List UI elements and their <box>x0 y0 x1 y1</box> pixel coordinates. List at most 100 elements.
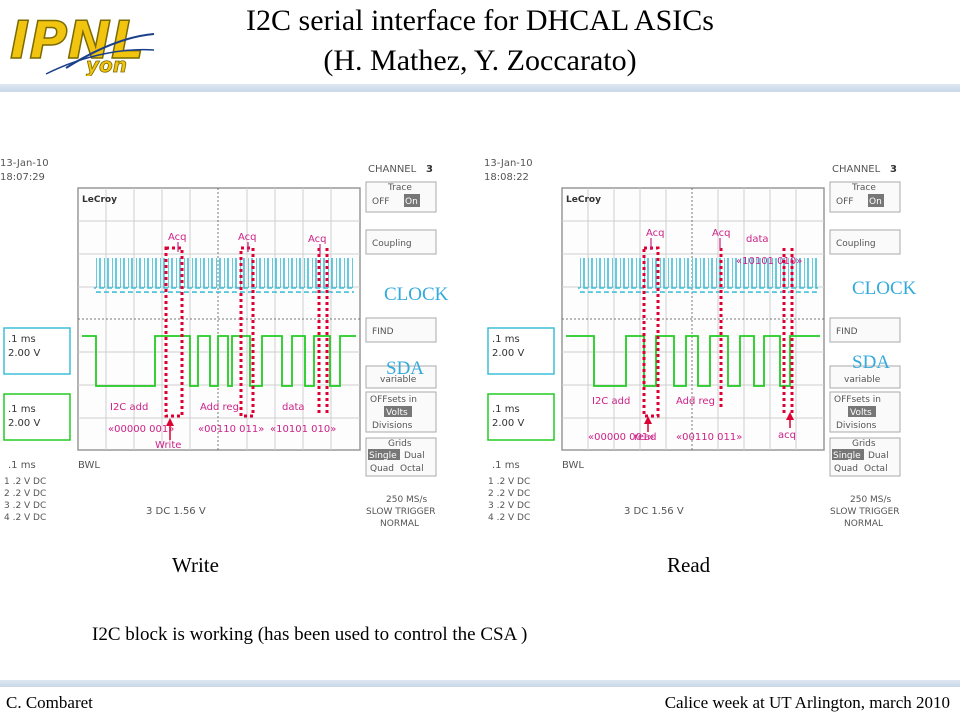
write-field-add-reg: Add reg <box>200 402 239 413</box>
read-value-2: «00110 011» <box>676 432 742 443</box>
svg-text:Single: Single <box>833 451 861 461</box>
write-field-i2c-add: I2C add <box>110 402 148 413</box>
svg-text:Divisions: Divisions <box>836 421 877 431</box>
write-date: 13-Jan-10 <box>0 158 49 169</box>
svg-text:Quad: Quad <box>370 464 394 474</box>
write-field-data: data <box>282 402 305 413</box>
read-ch2-tb: .1 ms <box>492 404 520 415</box>
read-ch-row-4: 4 .2 V DC <box>488 513 530 523</box>
write-bottom-tb: .1 ms <box>8 460 36 471</box>
read-data-label: data <box>746 234 769 245</box>
write-ch2-tb: .1 ms <box>8 404 36 415</box>
title-band <box>0 84 960 92</box>
read-ch1-tb: .1 ms <box>492 334 520 345</box>
read-acq-2: Acq <box>712 228 731 239</box>
read-ch1-volts: 2.00 V <box>492 348 524 359</box>
footer-band <box>0 680 960 687</box>
read-date: 13-Jan-10 <box>484 158 533 169</box>
svg-text:Octal: Octal <box>400 464 424 474</box>
svg-text:SLOW TRIGGER: SLOW TRIGGER <box>366 507 436 517</box>
svg-text:Single: Single <box>369 451 397 461</box>
svg-text:Trace: Trace <box>851 183 876 193</box>
read-menu: CHANNEL 3 Trace OFF On Coupling FIND var… <box>829 164 901 529</box>
svg-text:On: On <box>405 197 418 207</box>
svg-text:Grids: Grids <box>852 439 876 449</box>
svg-text:Trace: Trace <box>387 183 412 193</box>
svg-text:variable: variable <box>844 375 881 385</box>
read-arrow-read: read <box>634 432 657 443</box>
read-ch2-volts: 2.00 V <box>492 418 524 429</box>
write-acq-3: Acq <box>308 234 327 245</box>
write-acq-2: Acq <box>238 232 257 243</box>
read-time: 18:08:22 <box>484 172 529 183</box>
footer-event: Calice week at UT Arlington, march 2010 <box>664 693 950 712</box>
write-time: 18:07:29 <box>0 172 45 183</box>
svg-text:SLOW TRIGGER: SLOW TRIGGER <box>830 507 900 517</box>
read-trigger: 3 DC 1.56 V <box>624 506 684 517</box>
ipnl-logo-icon: IPNL yon <box>9 10 155 77</box>
note-text: I2C block is working (has been used to c… <box>92 624 528 645</box>
svg-text:Divisions: Divisions <box>372 421 413 431</box>
svg-text:OFFsets in: OFFsets in <box>834 395 881 405</box>
write-ch-row-3: 3 .2 V DC <box>4 501 46 511</box>
write-trigger: 3 DC 1.56 V <box>146 506 206 517</box>
write-ch-row-2: 2 .2 V DC <box>4 489 46 499</box>
read-bwl: BWL <box>562 460 584 471</box>
write-scope: 13-Jan-10 18:07:29 LeCroy Acq Acq Acq <box>0 158 449 529</box>
read-field-i2c-add: I2C add <box>592 396 630 407</box>
svg-text:NORMAL: NORMAL <box>380 519 419 529</box>
write-value-2: «00110 011» <box>198 424 264 435</box>
svg-text:3: 3 <box>890 164 897 175</box>
write-brand: LeCroy <box>82 195 117 205</box>
svg-text:Coupling: Coupling <box>372 239 412 249</box>
write-arrow-label: Write <box>155 440 181 451</box>
read-field-add-reg: Add reg <box>676 396 715 407</box>
write-ch-row-4: 4 .2 V DC <box>4 513 46 523</box>
read-arrow-acq: acq <box>778 430 796 441</box>
svg-text:CHANNEL: CHANNEL <box>832 164 881 175</box>
svg-text:Dual: Dual <box>868 451 889 461</box>
read-value-1: «00000 001» <box>588 432 654 443</box>
write-menu: CHANNEL 3 Trace OFF On Coupling FIND var… <box>365 164 437 529</box>
svg-text:Coupling: Coupling <box>836 239 876 249</box>
read-data-value: «10101 010» <box>736 256 802 267</box>
svg-text:Octal: Octal <box>864 464 888 474</box>
read-ch-row-3: 3 .2 V DC <box>488 501 530 511</box>
svg-text:250 MS/s: 250 MS/s <box>386 495 428 505</box>
svg-text:NORMAL: NORMAL <box>844 519 883 529</box>
svg-text:FIND: FIND <box>836 327 858 337</box>
svg-text:On: On <box>869 197 882 207</box>
write-ch1-volts: 2.00 V <box>8 348 40 359</box>
write-ch-row-1: 1 .2 V DC <box>4 477 46 487</box>
write-clock-label: CLOCK <box>384 284 449 305</box>
write-sda-label: SDA <box>386 358 424 379</box>
write-value-1: «00000 001» <box>108 424 174 435</box>
svg-text:Volts: Volts <box>850 408 872 418</box>
write-value-3: «10101 010» <box>270 424 336 435</box>
write-bwl: BWL <box>78 460 100 471</box>
write-acq-1: Acq <box>168 232 187 243</box>
svg-text:FIND: FIND <box>372 327 394 337</box>
read-brand: LeCroy <box>566 195 601 205</box>
read-ch-row-1: 1 .2 V DC <box>488 477 530 487</box>
svg-text:Quad: Quad <box>834 464 858 474</box>
scope-screenshots: 13-Jan-10 18:07:29 LeCroy Acq Acq Acq <box>0 158 917 529</box>
page-subtitle: (H. Mathez, Y. Zoccarato) <box>323 44 637 77</box>
svg-text:Volts: Volts <box>386 408 408 418</box>
svg-text:Grids: Grids <box>388 439 412 449</box>
svg-text:OFF: OFF <box>372 197 389 207</box>
read-scope: 13-Jan-10 18:08:22 LeCroy Acq Acq data «… <box>484 158 917 529</box>
svg-text:OFF: OFF <box>836 197 853 207</box>
svg-text:OFFsets in: OFFsets in <box>370 395 417 405</box>
read-ch-row-2: 2 .2 V DC <box>488 489 530 499</box>
svg-text:Dual: Dual <box>404 451 425 461</box>
logo: IPNL yon <box>6 6 156 77</box>
read-sda-label: SDA <box>852 352 890 373</box>
write-ch2-volts: 2.00 V <box>8 418 40 429</box>
footer-author: C. Combaret <box>6 693 93 712</box>
write-ch1-tb: .1 ms <box>8 334 36 345</box>
read-bottom-tb: .1 ms <box>492 460 520 471</box>
svg-text:250 MS/s: 250 MS/s <box>850 495 892 505</box>
page-title: I2C serial interface for DHCAL ASICs <box>246 4 714 37</box>
read-acq-1: Acq <box>646 228 665 239</box>
